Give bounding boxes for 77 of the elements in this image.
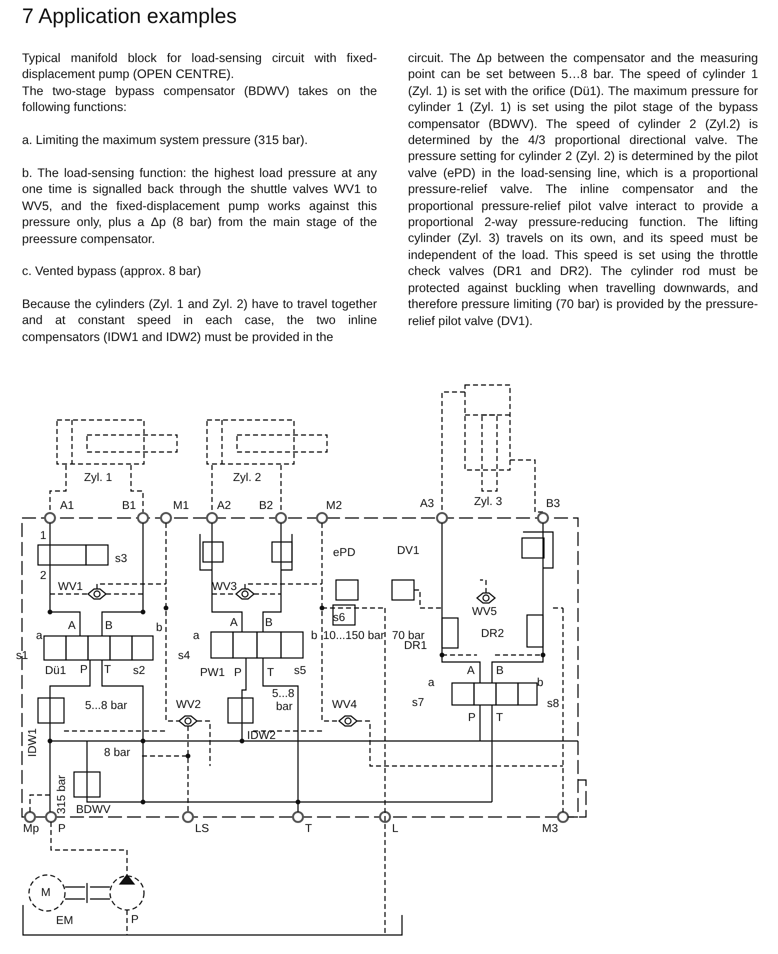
port-label: LS <box>195 823 210 836</box>
pressure-value: 70 bar <box>392 630 425 642</box>
pressure-value: 10...150 bar <box>323 630 384 643</box>
paragraph: Typical manifold block for load-sensing circuit with fixed-displacement pump (OPEN CENTRE). <box>22 50 377 83</box>
solenoid-label: s6 <box>333 612 346 625</box>
paragraph: The two-stage bypass compensator (BDWV) takes on the following functions: <box>22 83 377 116</box>
solenoid-label: s1 <box>16 650 28 663</box>
pressure-value: 5...8 bar <box>85 700 128 713</box>
solenoid-label: s3 <box>115 553 128 566</box>
port-label: T <box>305 823 312 836</box>
component-label: Dü1 <box>45 665 66 678</box>
position-label: a <box>36 630 42 643</box>
position-label: b <box>311 630 318 643</box>
component-label: WV4 <box>332 699 357 712</box>
pressure-value: 315 bar <box>56 774 69 814</box>
component-label: Zyl. 1 <box>84 472 112 485</box>
position-label: a <box>428 677 434 690</box>
port-label: P <box>468 712 476 725</box>
port-label: M3 <box>542 823 558 836</box>
port-label: P <box>80 664 88 677</box>
solenoid-label: s2 <box>133 665 146 678</box>
pressure-value: 8 bar <box>104 747 130 760</box>
component-label: DR2 <box>481 628 504 641</box>
port-label: T <box>267 667 274 680</box>
motor-label: M <box>41 887 51 900</box>
port-label: L <box>392 823 398 836</box>
solenoid-label: s4 <box>178 650 190 663</box>
solenoid-label: s5 <box>294 665 306 678</box>
position-label: a <box>193 630 200 643</box>
component-label: ePD <box>333 547 356 560</box>
port-label: P <box>234 667 242 680</box>
component-label: PW1 <box>200 667 225 680</box>
port-label: A1 <box>60 500 74 513</box>
port-number: 1 <box>40 530 46 543</box>
port-label: A2 <box>217 500 232 513</box>
component-label: IDW1 <box>27 728 40 757</box>
port-label: B1 <box>122 500 136 513</box>
list-item: b. The load-sensing function: the highest load pressure at any one time is signalled back through the shuttle valves WV1 to WV5, and the fixed-displacement pump works against this pressure only, plus a Δp (8 bar) from the main stage of the preessure compensator. <box>22 165 377 248</box>
port-label: A3 <box>420 498 434 511</box>
component-label: WV5 <box>472 606 497 619</box>
list-item: c. Vented bypass (approx. 8 bar) <box>22 263 202 280</box>
component-label: WV1 <box>58 581 83 594</box>
component-label: BDWV <box>76 804 110 817</box>
port-label: M2 <box>326 500 342 513</box>
component-label: DV1 <box>397 545 420 558</box>
port-label: M1 <box>173 500 189 513</box>
port-label: A <box>230 617 238 630</box>
component-label: Zyl. 3 <box>474 496 502 509</box>
port-label: T <box>104 664 112 677</box>
position-label: b <box>537 677 544 690</box>
port-label: T <box>496 712 504 725</box>
port-label: Mp <box>23 823 39 836</box>
pressure-value: bar <box>276 701 293 714</box>
port-label: B3 <box>546 498 560 511</box>
port-label: B <box>496 665 504 678</box>
port-label: B2 <box>259 500 274 513</box>
solenoid-label: s8 <box>547 698 560 711</box>
section-heading: 7 Application examples <box>22 4 237 30</box>
port-label: P <box>58 823 66 836</box>
component-label: P <box>131 914 139 927</box>
position-label: b <box>156 622 162 635</box>
component-label: EM <box>56 915 74 928</box>
port-label: B <box>105 620 113 633</box>
port-label: A <box>68 620 76 633</box>
component-label: WV2 <box>176 699 201 712</box>
port-number: 2 <box>40 570 46 583</box>
paragraph: circuit. The Δp between the compensator and the measuring point can be set between 5…8 bar. The speed of cylinder 1 (Zyl. 1) is set with the orifice (Dü1). The maximum pressure for cylinder 1 (Zyl. 1) is set using the pilot stage of the bypass compensator (BDWV). The speed of cylinder 2 (Zyl.2) is determined by the 4/3 proportional directional valve. The pressure setting for cylinder 2 (Zyl. 2) is determined by the pilot valve (ePD) in the load-sensing line, which is a proportional pressure-relief valve. The inline compensator and the proportional pressure-relief pilot valve interact to provide a proportional 2-way pressure-reducing function. The lifting cylinder (Zyl. 3) travels on its own, and its speed must be independent of the load. This speed is set using the throttle check valves (DR1 and DR2). The cylinder rod must be protected against buckling when travelling downwards, and therefore pressure limiting (70 bar) is provided by the pressure-relief pilot valve (DV1). <box>408 50 758 329</box>
solenoid-label: s7 <box>412 697 424 710</box>
component-label: IDW2 <box>247 730 276 743</box>
paragraph: Because the cylinders (Zyl. 1 and Zyl. 2) have to travel together and at constant speed in each case, the two inline compensators (IDW1 and IDW2) must be provided in the <box>22 296 377 346</box>
component-label: WV3 <box>212 581 237 594</box>
pressure-value: 5...8 <box>272 688 294 701</box>
port-label: A <box>467 665 475 678</box>
list-item: a. Limiting the maximum system pressure (315 bar). <box>22 132 309 148</box>
port-label: B <box>265 617 273 630</box>
component-label: Zyl. 2 <box>233 472 262 485</box>
component-label: DR1 <box>404 640 428 653</box>
